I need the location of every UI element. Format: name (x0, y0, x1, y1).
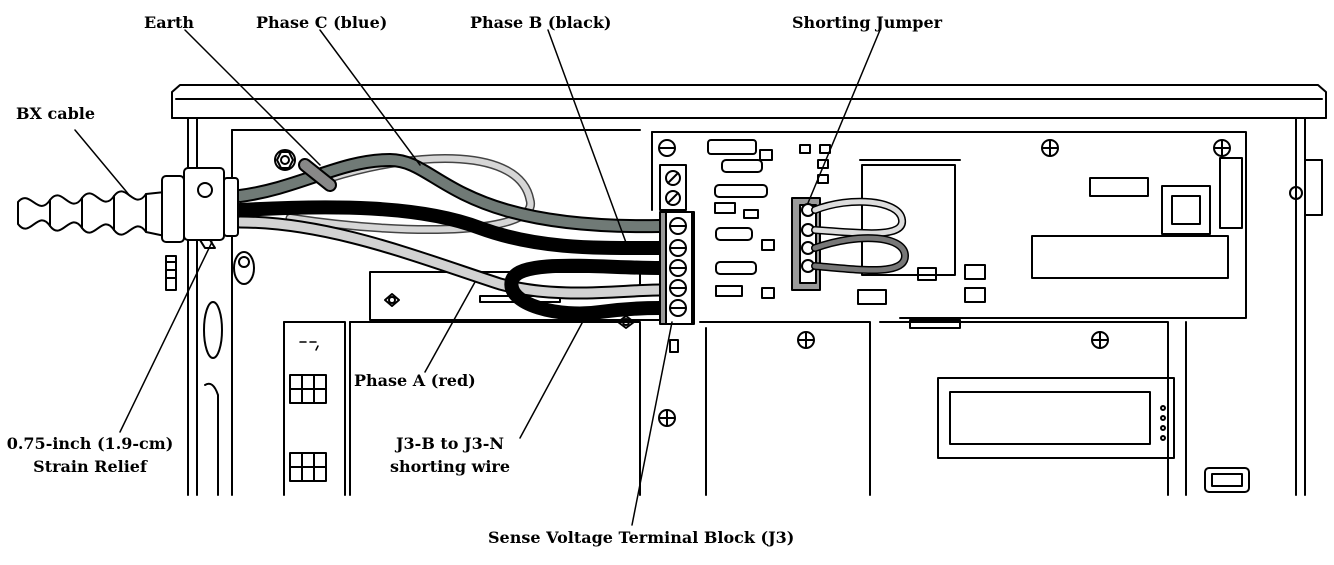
strain-relief (161, 167, 239, 291)
leader-terminal-block (631, 321, 673, 526)
shorting-wire (504, 258, 667, 321)
label-shorting-wire-line1: J3-B to J3-N (395, 434, 505, 453)
phase-b-wire (233, 200, 667, 256)
label-earth: Earth (144, 13, 195, 32)
label-phase-c: Phase C (blue) (256, 13, 388, 32)
j3-terminal-block (659, 211, 695, 325)
leader-phase-a (424, 281, 476, 373)
lower-right-panel (658, 319, 1250, 496)
leader-phase-b (547, 29, 629, 249)
leader-earth (184, 29, 321, 166)
label-bx-cable: BX cable (16, 104, 96, 123)
label-phase-b: Phase B (black) (470, 13, 612, 32)
enclosure-top-lip (171, 84, 1327, 119)
leader-shorting-wire (519, 311, 589, 439)
leader-phase-c (319, 29, 421, 166)
lower-left-cards (283, 321, 641, 496)
label-shorting-wire: J3-B to J3-N shorting wire (380, 434, 520, 477)
small-terminal (659, 164, 687, 211)
label-shorting-wire-line2: shorting wire (389, 457, 511, 476)
label-phase-a: Phase A (red) (354, 371, 476, 390)
leader-bx (74, 129, 131, 197)
label-strain-relief-line2: Strain Relief (33, 457, 147, 476)
leader-lines (74, 29, 881, 526)
jumper-block (791, 197, 909, 291)
label-shorting-jumper: Shorting Jumper (792, 13, 943, 32)
label-strain-relief: 0.75-inch (1.9-cm) Strain Relief (0, 434, 180, 477)
circuit-board (651, 131, 1247, 319)
bx-cable (17, 190, 166, 237)
label-terminal-block: Sense Voltage Terminal Block (J3) (488, 528, 795, 547)
leader-strain-relief (119, 241, 213, 433)
leader-jumper (807, 29, 881, 204)
label-strain-relief-line1: 0.75-inch (1.9-cm) (6, 434, 174, 453)
